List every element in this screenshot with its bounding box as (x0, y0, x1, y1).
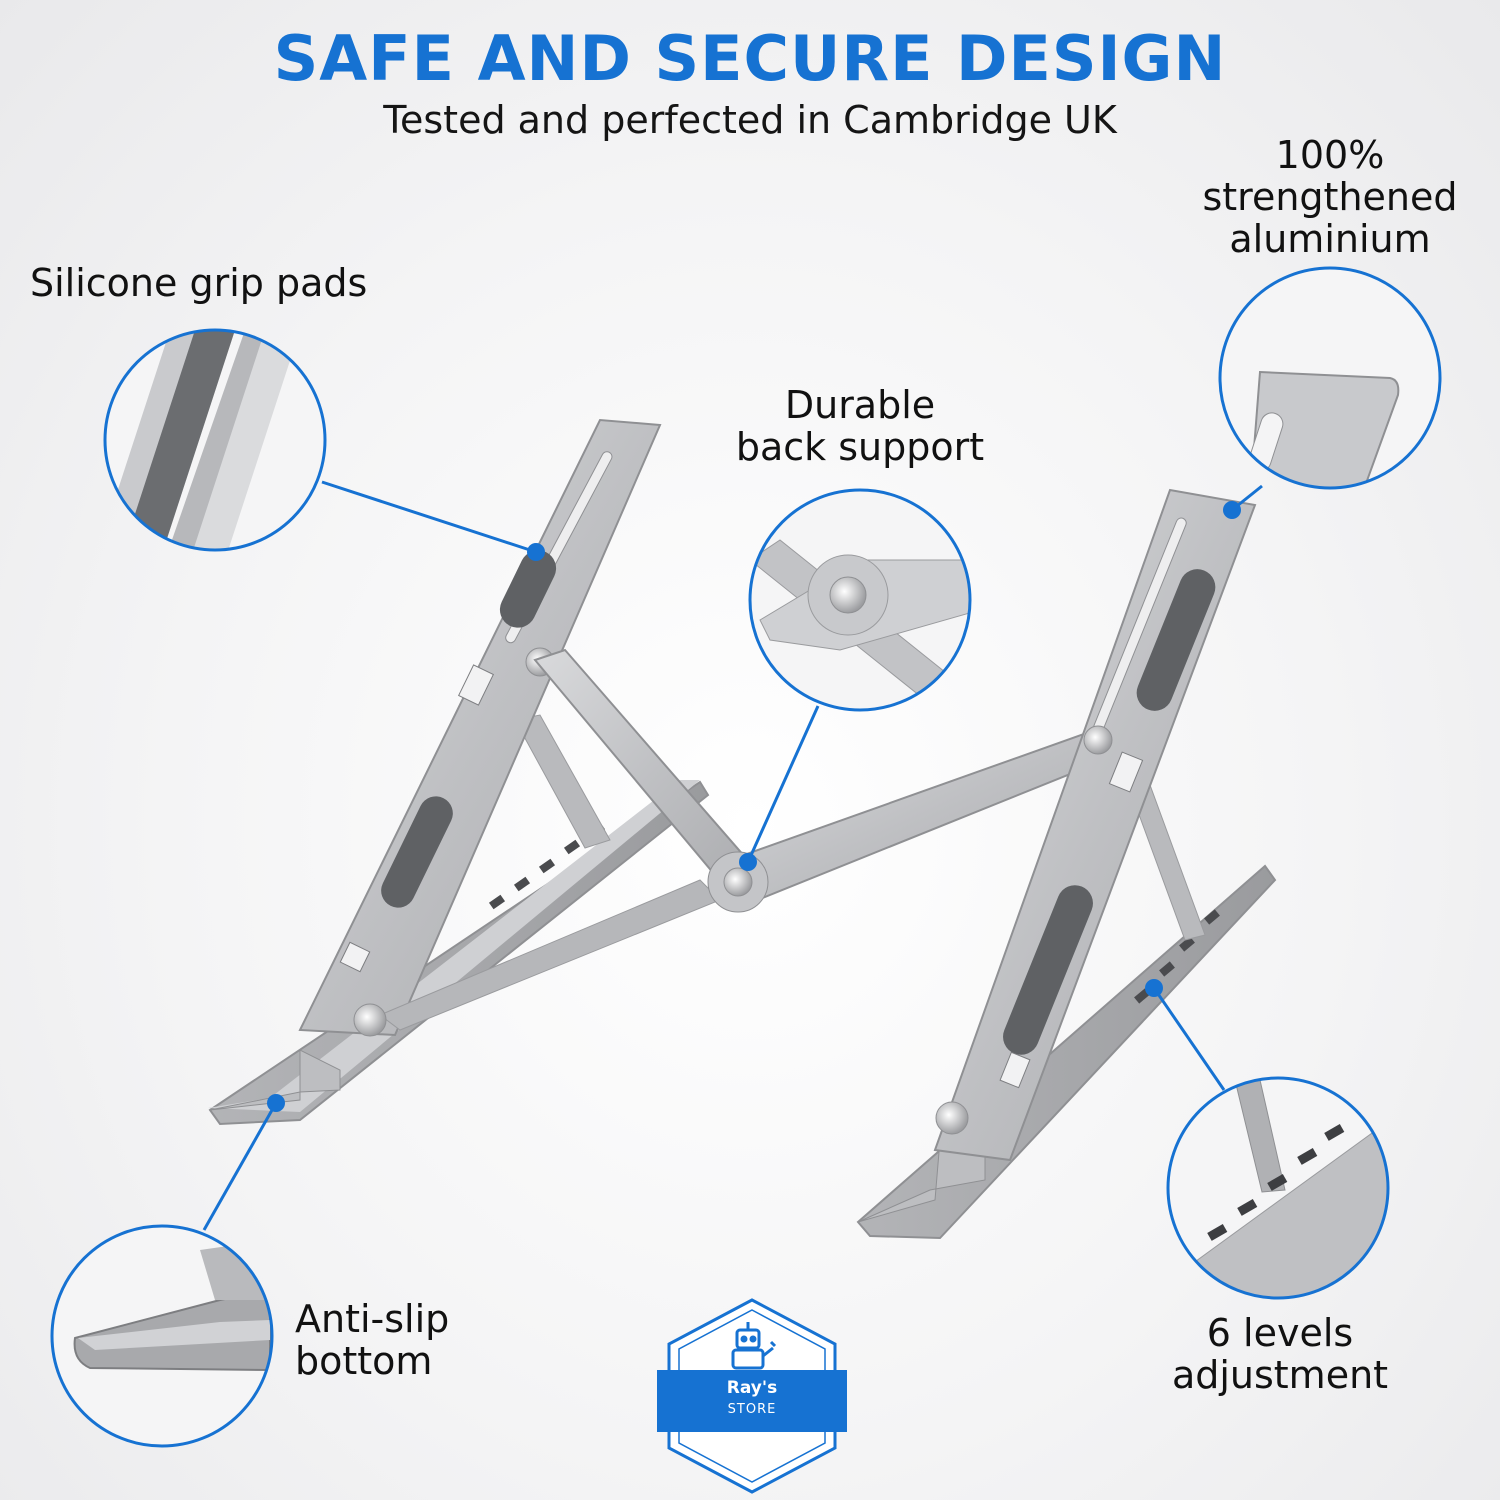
callout-lines (202, 480, 1263, 1231)
callout-aluminium-line-2: strengthened (1202, 175, 1458, 219)
callout-grip-text: Silicone grip pads (30, 261, 368, 305)
right-stand (856, 488, 1277, 1240)
left-stand (208, 418, 721, 1126)
badge-shape (657, 1298, 847, 1494)
callout-levels-label: 6 levels adjustment (1150, 1312, 1410, 1396)
callout-aluminium-line-3: aluminium (1229, 217, 1431, 261)
zoom-levels (1166, 1076, 1390, 1300)
callout-grip-label: Silicone grip pads (30, 262, 367, 304)
robot-icon (731, 1322, 777, 1370)
callout-aluminium-label: 100% strengthened aluminium (1180, 134, 1480, 260)
zoom-aluminium (1218, 266, 1442, 490)
page-title: SAFE AND SECURE DESIGN (273, 22, 1227, 95)
callout-levels-line-1: 6 levels (1206, 1311, 1354, 1355)
callout-back-line-1: Durable (784, 383, 936, 427)
callout-levels-line-2: adjustment (1171, 1353, 1389, 1397)
callout-anti-slip-line-2: bottom (295, 1339, 433, 1383)
badge-sub: STORE (727, 1402, 777, 1417)
zoom-back-support (748, 488, 972, 712)
zoom-anti-slip (50, 1224, 274, 1448)
page-subtitle: Tested and perfected in Cambridge UK (383, 98, 1117, 142)
badge-name: Ray's (726, 1378, 778, 1398)
callout-anti-slip-line-1: Anti-slip (295, 1297, 450, 1341)
callout-dots (267, 501, 1241, 1112)
callout-aluminium-line-1: 100% (1275, 133, 1385, 177)
store-badge: Ray's STORE (655, 1296, 849, 1496)
callout-anti-slip-label: Anti-slip bottom (295, 1298, 449, 1382)
callout-back-support-label: Durable back support (710, 384, 1010, 468)
zoom-grip (103, 328, 327, 552)
callout-back-line-2: back support (735, 425, 985, 469)
